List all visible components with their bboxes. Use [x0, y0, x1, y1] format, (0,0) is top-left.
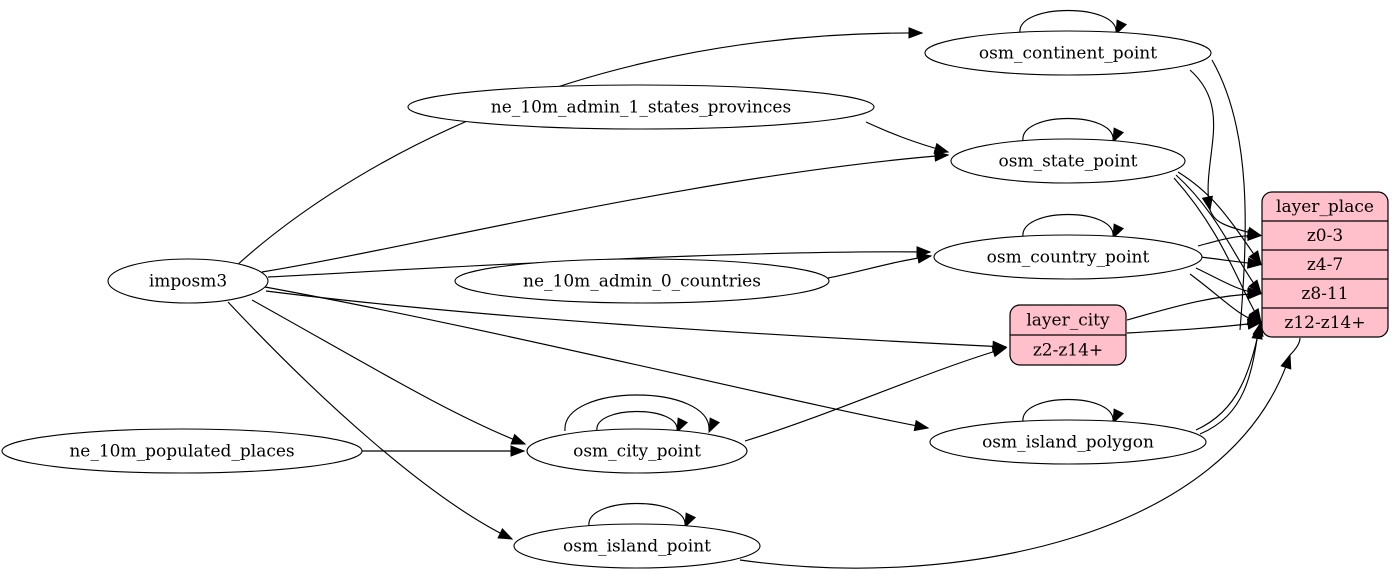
node-ne_countries[interactable]: ne_10m_admin_0_countries: [454, 258, 830, 304]
record-row-z0-3[interactable]: z0-3: [1307, 226, 1343, 246]
selfloop-osm-island-polygon-arrowhead: [1112, 408, 1125, 425]
record-layer_place[interactable]: layer_place z0-3 z4-7 z8-11 z12-z14+: [1261, 191, 1389, 338]
node-shape-osm_city_point: [526, 428, 748, 474]
record-row-z4-7[interactable]: z4-7: [1307, 255, 1343, 275]
edge-imposm3-continent-arrowhead: [908, 27, 924, 39]
edge-nestates-state-arrowhead: [933, 142, 950, 154]
node-shape-ne_states: [407, 84, 875, 130]
selfloop-osm-state-point-arrowhead: [1112, 127, 1125, 144]
edge-country-z4_7-arrowhead: [1246, 257, 1263, 269]
node-osm_state_point[interactable]: osm_state_point: [950, 138, 1186, 184]
node-shape-ne_places: [1, 428, 363, 474]
selfloop-osm-continent-point-arrowhead: [1115, 19, 1128, 36]
selfloop-osm-island-polygon: [1022, 399, 1114, 423]
edge-state-z8_11: [1175, 174, 1262, 294]
edge-state-z4_7-arrowhead: [1248, 250, 1262, 266]
node-shape-osm_island_point: [513, 523, 761, 569]
edge-imposm3-islandpoint: [227, 301, 513, 540]
node-label-ne_countries: ne_10m_admin_0_countries: [523, 272, 761, 292]
node-label-osm_country_point: osm_country_point: [987, 248, 1150, 268]
node-osm_city_point[interactable]: osm_city_point: [526, 428, 748, 474]
record-background-layer_place: [1261, 191, 1389, 338]
edge-state-z8_11-arrowhead: [1248, 279, 1262, 295]
node-shape-ne_countries: [454, 258, 830, 304]
edge-islandpolygon-z12-b-arrowhead: [1251, 324, 1263, 340]
edge-layercity-z12-arrowhead: [1246, 318, 1263, 330]
edge-layercity-z12: [1126, 321, 1262, 334]
node-osm_island_point[interactable]: osm_island_point: [513, 523, 761, 569]
node-label-osm_state_point: osm_state_point: [999, 152, 1138, 172]
selfloop-osm-island-point-arrowhead: [684, 512, 697, 529]
edge-continent-z0_3-a: [1189, 69, 1215, 211]
edge-city-layercity: [744, 347, 1007, 442]
record-layer_city[interactable]: layer_city z2-z14+: [1009, 304, 1127, 366]
node-label-osm_continent_point: osm_continent_point: [979, 44, 1157, 64]
edge-layercity-z8_11: [1126, 292, 1262, 321]
edge-imposm3-city: [251, 299, 526, 445]
edge-imposm3-city-arrowhead: [510, 433, 527, 445]
edge-necountries-country-arrowhead: [916, 252, 933, 264]
edge-layercity-z8_11-arrowhead: [1247, 288, 1263, 300]
edge-islandpoint-z12-a-arrowhead: [1280, 353, 1292, 370]
edge-imposm3-islandpoint-arrowhead: [497, 528, 514, 540]
edges-layer: [227, 10, 1301, 569]
node-label-ne_places: ne_10m_populated_places: [69, 442, 294, 462]
record-row-z12-z14+[interactable]: z12-z14+: [1284, 313, 1365, 333]
node-imposm3[interactable]: imposm3: [107, 258, 269, 304]
edge-necountries-country: [827, 255, 932, 279]
selfloop-osm-country-point: [1022, 214, 1114, 238]
selfloop-osm-country-point-arrowhead: [1112, 223, 1125, 240]
node-label-ne_states: ne_10m_admin_1_states_provinces: [491, 98, 791, 118]
selfloop-osm-city-point-inner: [596, 410, 678, 432]
edge-imposm3-state: [261, 154, 949, 273]
node-label-imposm3: imposm3: [149, 272, 227, 292]
selfloop-osm-city-point-outer-arrowhead: [708, 417, 721, 434]
edge-state-z12: [1173, 177, 1262, 323]
node-ne_states[interactable]: ne_10m_admin_1_states_provinces: [407, 84, 875, 130]
nodes-layer: layer_place z0-3 z4-7 z8-11 z12-z14+ layer_ci…: [1, 30, 1389, 569]
node-shape-osm_country_point: [933, 234, 1203, 280]
node-label-osm_city_point: osm_city_point: [573, 442, 701, 462]
selfloop-osm-continent-point: [1019, 10, 1117, 34]
node-label-osm_island_point: osm_island_point: [563, 537, 711, 557]
edge-islandpoint-z12-tail: [1289, 337, 1301, 356]
edge-islandpoint-z12-a: [739, 354, 1291, 569]
edge-islandpolygon-z12-b: [1199, 325, 1260, 435]
record-title-layer_city[interactable]: layer_city: [1026, 311, 1110, 331]
record-row-z2-z14+[interactable]: z2-z14+: [1033, 341, 1103, 361]
node-shape-osm_island_polygon: [929, 419, 1207, 465]
edge-imposm3-island-polygon-arrowhead: [913, 419, 930, 432]
node-shape-osm_state_point: [950, 138, 1186, 184]
edge-neplaces-city-arrowhead: [510, 445, 526, 457]
selfloop-osm-state-point: [1022, 118, 1114, 142]
node-shape-osm_continent_point: [924, 30, 1212, 76]
record-title-layer_place[interactable]: layer_place: [1276, 197, 1374, 217]
selfloop-osm-city-point-inner-arrowhead: [676, 417, 689, 434]
node-label-osm_island_polygon: osm_island_polygon: [982, 433, 1154, 453]
edge-state-z4_7: [1177, 171, 1262, 265]
node-osm_country_point[interactable]: osm_country_point: [933, 234, 1203, 280]
record-row-z8-11[interactable]: z8-11: [1301, 284, 1348, 304]
selfloop-osm-city-point-outer: [564, 394, 710, 432]
node-osm_island_polygon[interactable]: osm_island_polygon: [929, 419, 1207, 465]
node-osm_continent_point[interactable]: osm_continent_point: [924, 30, 1212, 76]
edge-imposm3-continent: [234, 32, 923, 268]
node-shape-imposm3: [107, 258, 269, 304]
edge-imposm3-island-polygon: [264, 286, 929, 429]
node-ne_places[interactable]: ne_10m_populated_places: [1, 428, 363, 474]
edge-imposm3-islandpolygon-alias: [265, 290, 1007, 348]
edge-country-z0_3-arrowhead: [1247, 229, 1263, 241]
edge-continent-long-strand: [1211, 59, 1246, 331]
selfloop-osm-island-point: [588, 503, 686, 527]
edge-city-layercity-arrowhead: [991, 346, 1008, 358]
edge-continent-z0_3-a-arrowhead: [1201, 195, 1213, 212]
